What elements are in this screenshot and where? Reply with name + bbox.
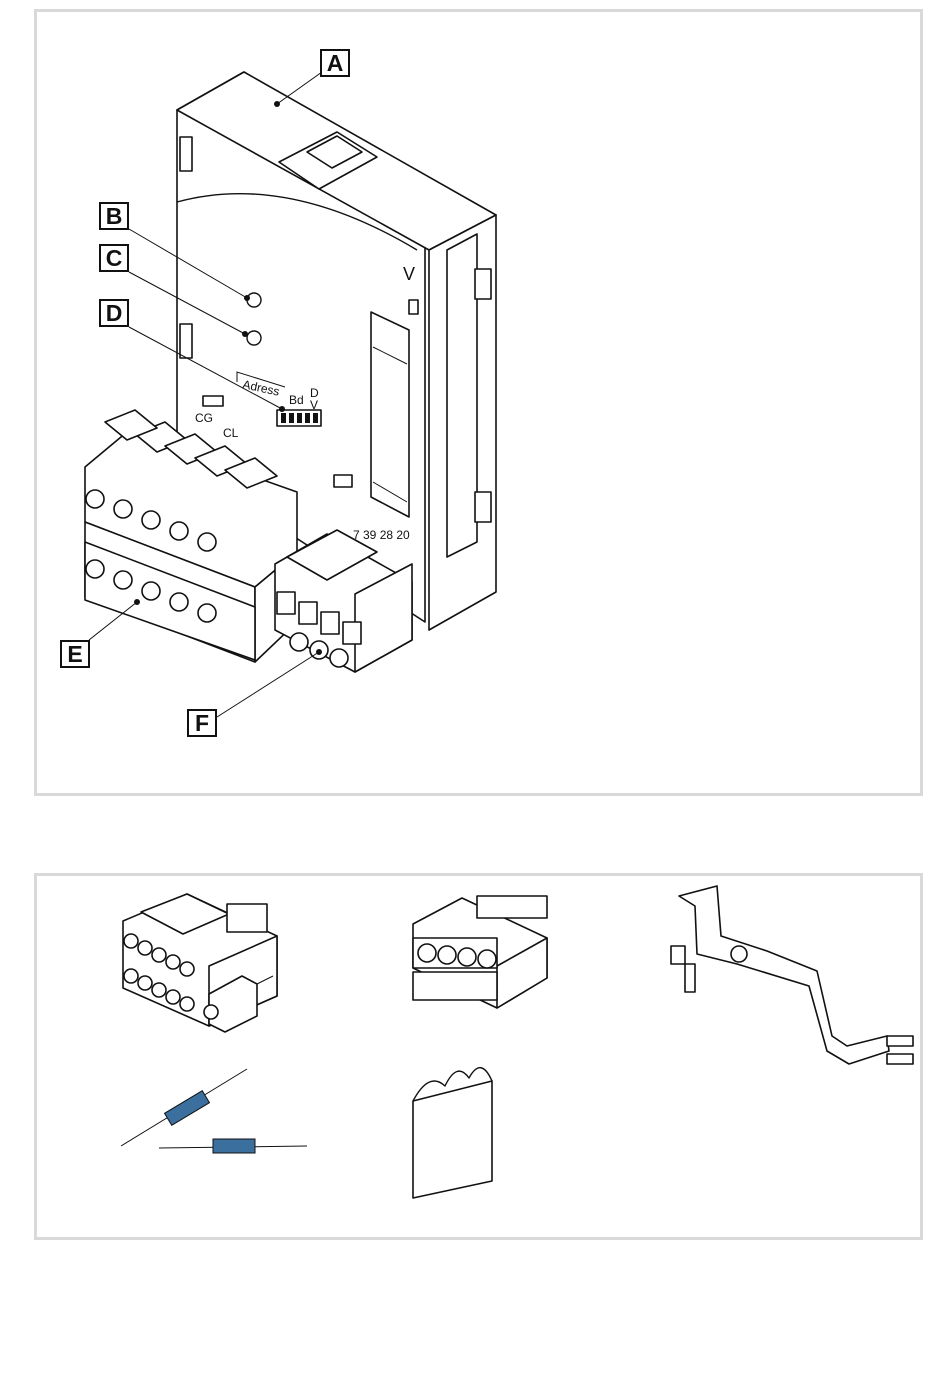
device-drawing: V Adress Bd D V CG CL [37,12,926,799]
accessory-terminal-block-10-pin [123,894,277,1032]
dip-switches [277,410,321,426]
device-diagram-panel: V Adress Bd D V CG CL [34,9,923,796]
clip-tab-bottom [475,492,491,522]
callout-d: D [99,299,129,327]
din-clip [447,234,477,557]
display-window [371,312,409,517]
cg-label: CG [195,411,213,425]
v-label: V [403,264,415,284]
small-slot [334,475,352,487]
accessory-terminal-block-4-pin [413,896,547,1008]
bd-label: Bd [289,393,304,407]
callout-f: F [187,709,217,737]
window-led [409,300,418,314]
callout-c: C [99,244,129,272]
accessories-drawing [37,876,926,1243]
callout-e: E [60,640,90,668]
accessory-resistors [121,1069,307,1153]
accessories-panel [34,873,923,1240]
terminal-numbers: 7 39 28 20 [353,528,410,542]
callout-b: B [99,202,129,230]
leader-f [217,652,319,717]
accessory-mounting-bracket [671,886,913,1064]
cg-switch [203,396,223,406]
callout-a: A [320,49,350,77]
accessory-instruction-booklet [413,1068,492,1198]
cl-label: CL [223,426,239,440]
leader-a [277,72,322,104]
clip-tab-top [475,269,491,299]
slot-mid [180,324,192,358]
slot-top [180,137,192,171]
